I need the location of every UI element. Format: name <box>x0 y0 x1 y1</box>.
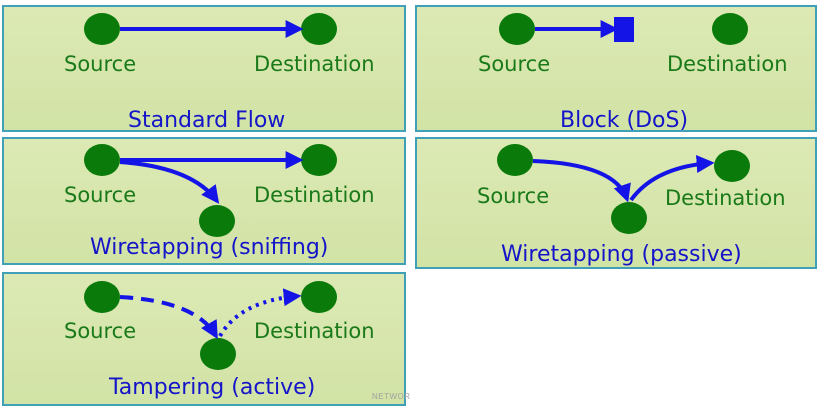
destination-node <box>301 144 337 176</box>
source-label: Source <box>478 52 551 76</box>
panel-title: Wiretapping (passive) <box>501 242 742 267</box>
panel-title: Wiretapping (sniffing) <box>90 235 329 260</box>
interceptor-node <box>611 202 647 234</box>
panel-title: Block (DoS) <box>560 108 689 132</box>
destination-label: Destination <box>254 319 375 343</box>
to-interceptor-arrow <box>532 159 631 203</box>
destination-node <box>301 13 337 45</box>
watermark: NETWOR <box>372 392 411 401</box>
destination-node <box>301 281 337 313</box>
panel-tampering-active: Source Destination Tampering (active) <box>2 272 406 406</box>
wiretapping-sniffing-diagram <box>84 144 337 237</box>
dotted-arrow <box>218 288 302 338</box>
sniff-arrow <box>119 160 220 204</box>
wiretapping-passive-diagram <box>497 144 750 234</box>
destination-node <box>712 13 748 45</box>
dashed-arrow <box>119 295 218 340</box>
destination-label: Destination <box>254 52 375 76</box>
block-dos-diagram <box>499 13 748 45</box>
tampering-active-diagram <box>84 281 337 370</box>
tamper-node <box>200 338 236 370</box>
source-label: Source <box>477 184 550 208</box>
panel-standard-flow: Source Destination Standard Flow <box>2 5 406 132</box>
source-node <box>84 281 120 313</box>
destination-label: Destination <box>667 52 788 76</box>
to-destination-arrow <box>629 155 715 202</box>
source-node <box>84 13 120 45</box>
sniffer-node <box>199 205 235 237</box>
source-node <box>497 144 533 176</box>
standard-flow-diagram <box>84 13 337 45</box>
source-label: Source <box>64 52 137 76</box>
panel-block-dos: Source Destination Block (DoS) <box>415 5 817 132</box>
panel-wiretapping-passive: Source Destination Wiretapping (passive) <box>415 137 817 269</box>
destination-label: Destination <box>254 183 375 207</box>
source-label: Source <box>64 183 137 207</box>
destination-label: Destination <box>665 186 786 210</box>
destination-node <box>714 150 750 182</box>
block-square <box>614 17 634 42</box>
source-label: Source <box>64 319 137 343</box>
source-node <box>499 13 535 45</box>
panel-title: Standard Flow <box>128 108 286 132</box>
panel-title: Tampering (active) <box>109 375 316 400</box>
panel-wiretapping-sniffing: Source Destination Wiretapping (sniffing… <box>2 137 406 265</box>
source-node <box>84 144 120 176</box>
